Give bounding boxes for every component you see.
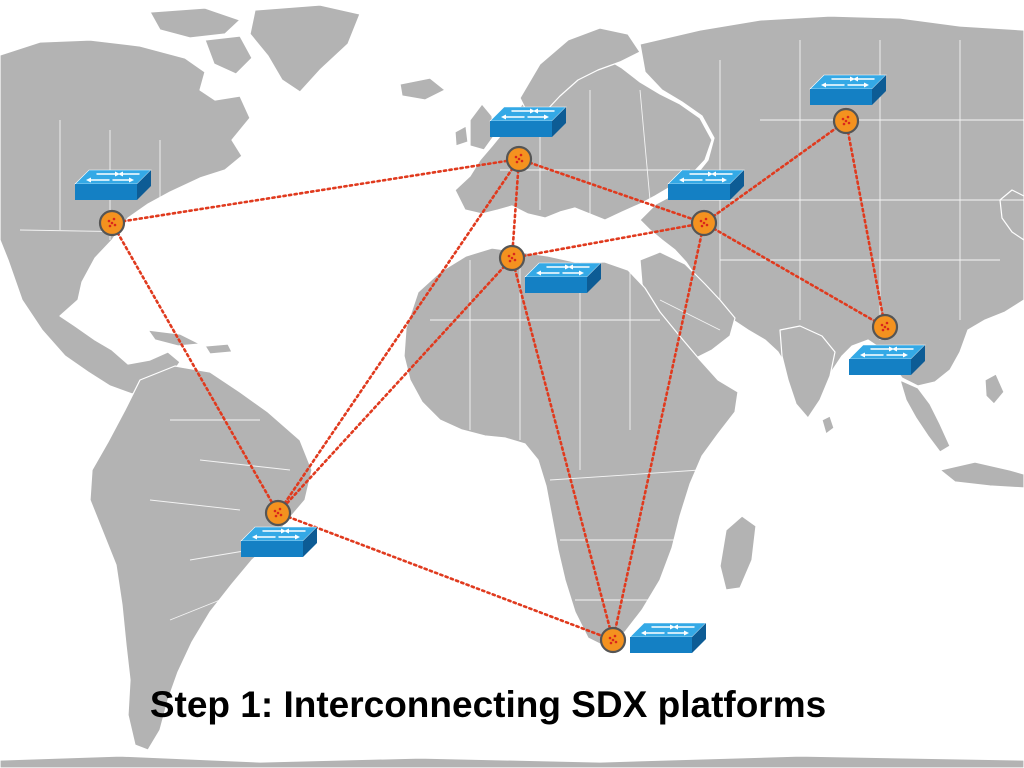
network-switch-icon[interactable] <box>240 526 318 557</box>
network-switch-icon[interactable] <box>524 262 602 293</box>
node-speckle <box>846 115 850 119</box>
node-speckle <box>276 511 280 515</box>
node-speckle <box>507 254 511 258</box>
sdx-platform-south-america-east[interactable] <box>240 499 318 557</box>
link-central-asia-to-south-asia <box>844 119 887 329</box>
node-speckle <box>510 256 514 260</box>
country-borders <box>19 40 1024 621</box>
node-layer <box>74 74 926 654</box>
node-speckle <box>108 224 112 228</box>
node-speckle <box>880 323 884 327</box>
landmass-southeast-asia <box>899 379 951 453</box>
link-middle-east-to-central-asia <box>702 119 848 225</box>
node-speckle <box>609 641 613 645</box>
landmass-baffin <box>204 35 253 75</box>
link-north-africa-to-south-america-east <box>276 256 514 515</box>
node-speckle <box>881 328 885 332</box>
node-speckle <box>613 634 617 638</box>
landmass-antarctica <box>0 755 1024 768</box>
node-speckle <box>519 153 523 157</box>
network-switch-icon[interactable] <box>489 106 567 137</box>
landmass-india <box>779 325 836 419</box>
node-speckle <box>841 117 845 121</box>
node-speckle <box>608 636 612 640</box>
node-speckle <box>110 221 114 225</box>
node-speckle <box>517 157 521 161</box>
landmass-africa <box>403 247 739 647</box>
network-switch-icon[interactable] <box>667 169 745 200</box>
link-north-america-east-to-western-europe <box>110 157 521 225</box>
landmass-indonesia <box>939 461 1024 489</box>
landmass-madagascar <box>719 515 757 591</box>
sdx-platform-south-asia[interactable] <box>848 313 926 375</box>
landmass-japan <box>999 189 1024 241</box>
link-middle-east-to-southern-africa <box>611 221 706 642</box>
node-speckle <box>700 224 704 228</box>
landmass-arctic-islands <box>149 7 241 39</box>
link-western-europe-to-north-africa <box>510 157 521 260</box>
network-switch-icon[interactable] <box>848 344 926 375</box>
node-speckle <box>844 119 848 123</box>
node-speckle <box>611 638 615 642</box>
node-speckle <box>699 219 703 223</box>
landmass-cuba <box>147 329 201 347</box>
node-speckle <box>514 155 518 159</box>
node-speckle <box>107 219 111 223</box>
link-north-america-east-to-south-america-east <box>110 221 280 515</box>
sdx-platform-central-asia[interactable] <box>809 74 887 135</box>
node-speckle <box>614 640 618 644</box>
landmass-sri-lanka <box>821 415 835 435</box>
landmass-iceland <box>399 77 446 101</box>
sdx-platform-southern-africa[interactable] <box>599 622 707 654</box>
network-switch-icon[interactable] <box>809 74 887 105</box>
node-speckle <box>885 321 889 325</box>
link-western-europe-to-south-america-east <box>276 157 521 515</box>
sdx-platform-middle-east[interactable] <box>667 169 745 237</box>
node-speckle <box>513 258 517 262</box>
network-switch-icon[interactable] <box>74 169 152 200</box>
sdx-platform-western-europe[interactable] <box>489 106 567 173</box>
node-speckle <box>279 513 283 517</box>
node-speckle <box>886 327 890 331</box>
node-speckle <box>278 507 282 511</box>
node-speckle <box>705 223 709 227</box>
node-speckle <box>515 160 519 164</box>
landmass-philippines <box>984 373 1005 405</box>
link-layer <box>110 119 887 642</box>
node-speckle <box>274 514 278 518</box>
node-speckle <box>113 223 117 227</box>
landmass-north-america <box>0 39 251 395</box>
node-speckle <box>842 122 846 126</box>
link-north-africa-to-middle-east <box>510 221 706 260</box>
landmass-ireland <box>454 125 469 147</box>
node-speckle <box>702 221 706 225</box>
node-speckle <box>512 252 516 256</box>
node-speckle <box>112 217 116 221</box>
sdx-platform-north-america-east[interactable] <box>74 169 152 237</box>
node-speckle <box>508 259 512 263</box>
node-speckle <box>883 325 887 329</box>
node-speckle <box>704 217 708 221</box>
node-speckle <box>520 159 524 163</box>
node-speckle <box>273 509 277 513</box>
link-western-europe-to-middle-east <box>517 157 706 225</box>
link-middle-east-to-south-asia <box>702 221 887 329</box>
node-speckle <box>847 121 851 125</box>
link-north-africa-to-southern-africa <box>510 256 615 642</box>
landmass-greenland <box>249 4 361 93</box>
sdx-platform-north-africa[interactable] <box>498 244 602 293</box>
link-south-america-east-to-southern-africa <box>276 511 615 642</box>
slide-title: Step 1: Interconnecting SDX platforms <box>149 684 827 725</box>
network-switch-icon[interactable] <box>629 622 707 653</box>
landmass-hispaniola <box>204 343 233 355</box>
